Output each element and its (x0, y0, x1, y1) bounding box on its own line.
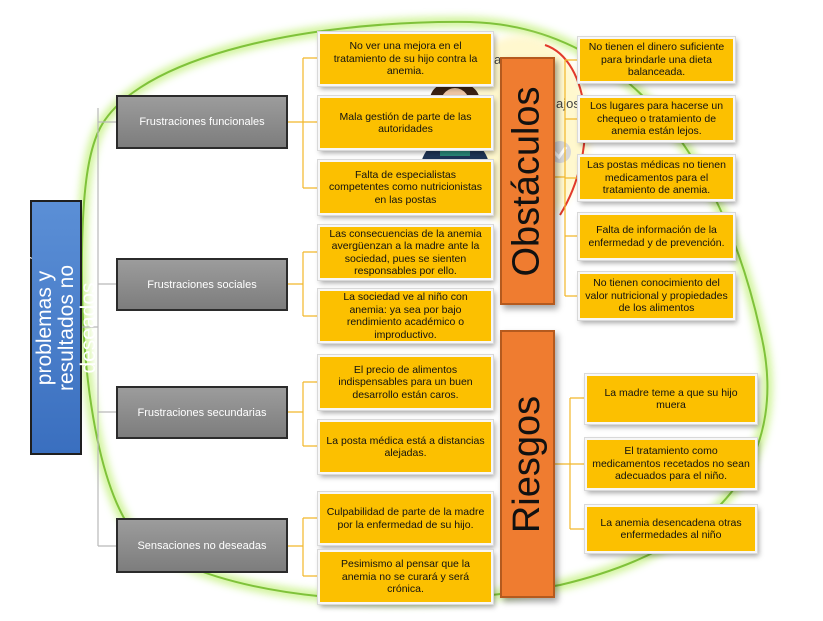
root-node: Características, problemas y resultados … (11, 200, 100, 455)
obstaculos-title: Obstáculos (506, 85, 548, 277)
riesgos-title: Riesgos (506, 395, 549, 533)
root-label: Características, problemas y resultados … (11, 254, 100, 401)
riesgos-header: Riesgos (500, 330, 555, 598)
obstaculo-item: Falta de información de la enfermedad y … (578, 213, 735, 260)
obstaculo-item: Las postas médicas no tienen medicamento… (578, 155, 735, 201)
obstaculo-item: Los lugares para hacerse un chequeo o tr… (578, 96, 735, 142)
riesgo-item: La anemia desencadena otras enfermedades… (585, 505, 757, 553)
obstaculo-item: No tienen conocimiento del valor nutrici… (578, 272, 735, 320)
item-box: Mala gestión de parte de las autoridades (318, 96, 493, 150)
obstaculo-item: No tienen el dinero suficiente para brin… (578, 37, 735, 83)
background-text-fragment: ajos (556, 96, 580, 111)
category-frustraciones-funcionales: Frustraciones funcionales (116, 95, 288, 149)
category-sensaciones-no-deseadas: Sensaciones no deseadas (116, 518, 288, 573)
item-box: Las consecuencias de la anemia avergüenz… (318, 225, 493, 280)
item-box: Culpabilidad de parte de la madre por la… (318, 492, 493, 545)
obstaculos-header: Obstáculos (500, 57, 555, 305)
item-box: La sociedad ve al niño con anemia: ya se… (318, 289, 493, 343)
category-frustraciones-sociales: Frustraciones sociales (116, 258, 288, 311)
item-box: La posta médica está a distancias alejad… (318, 420, 493, 474)
item-box: Falta de especialistas competentes como … (318, 160, 493, 215)
item-box: El precio de alimentos indispensables pa… (318, 355, 493, 410)
item-box: Pesimismo al pensar que la anemia no se … (318, 550, 493, 604)
category-frustraciones-secundarias: Frustraciones secundarias (116, 386, 288, 439)
item-box: No ver una mejora en el tratamiento de s… (318, 32, 493, 86)
riesgo-item: El tratamiento como medicamentos recetad… (585, 438, 757, 490)
riesgo-item: La madre teme a que su hijo muera (585, 374, 757, 424)
